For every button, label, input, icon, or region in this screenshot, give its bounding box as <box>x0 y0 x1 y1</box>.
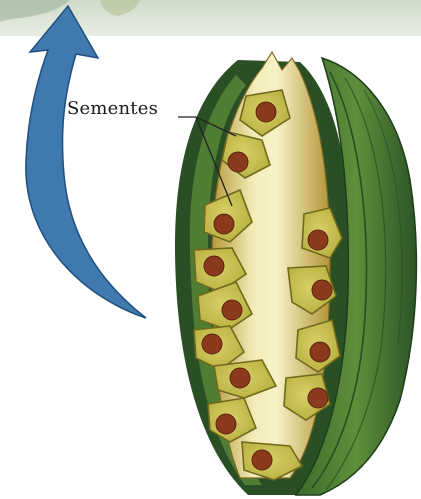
curved-arrow <box>26 6 146 318</box>
seeds-label: Sementes <box>67 98 158 119</box>
